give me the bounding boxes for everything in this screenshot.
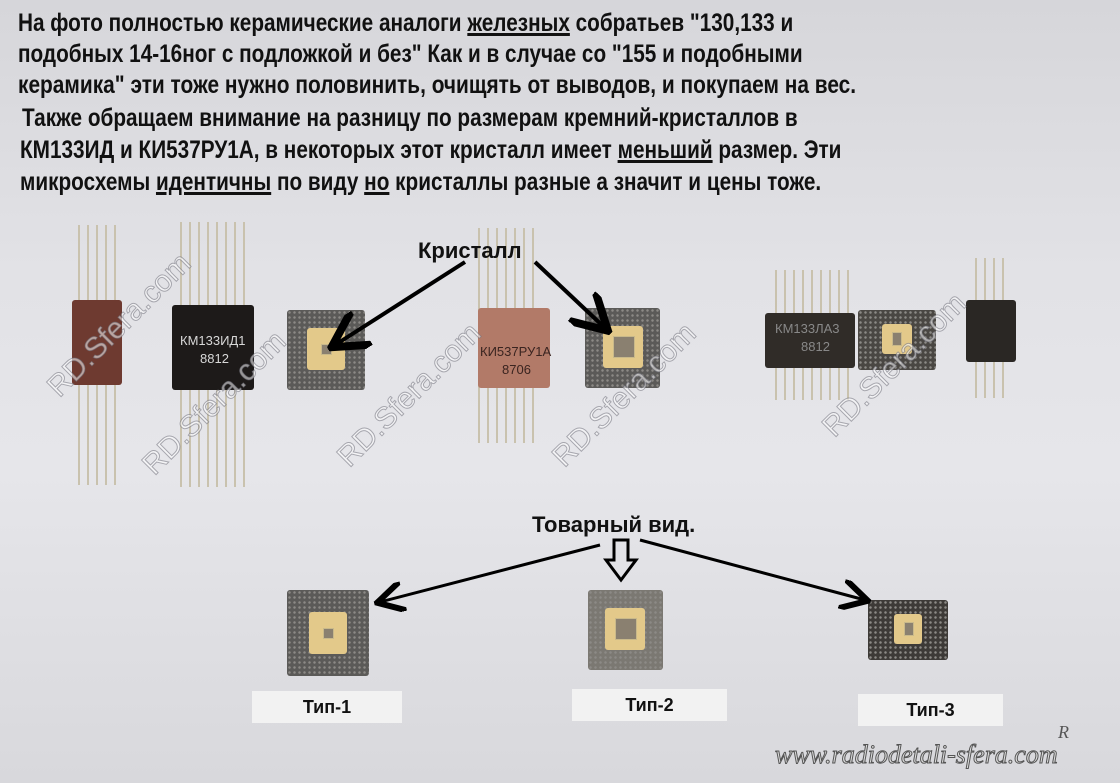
dark-chip-side — [966, 300, 1016, 362]
crystal-callout: Кристалл — [418, 238, 522, 263]
text: кристаллы разные а значит и цены тоже. — [389, 168, 822, 196]
arrow — [380, 543, 601, 602]
underlined-text: меньший — [617, 136, 713, 164]
description-line-1: На фото полностью керамические аналоги ж… — [18, 8, 793, 38]
underlined-text: железных — [467, 9, 570, 37]
ceramic-chip-type-1 — [287, 590, 369, 676]
description-line-6: микросхемы идентичны по виду но кристалл… — [20, 167, 821, 197]
brown-chip-side — [72, 300, 122, 385]
ceramic-chip — [287, 310, 365, 390]
chip-ki537ru1a: КИ537РУ1А 8706 — [478, 308, 552, 388]
text: собратьев "130,133 и — [569, 9, 794, 37]
crystal — [615, 618, 637, 640]
ceramic-chip — [858, 310, 936, 370]
description-line-2: подобных 14-16ног с подложкой и без" Как… — [18, 40, 803, 68]
ceramic-chip-type-3 — [868, 600, 948, 660]
die-pad — [307, 328, 345, 370]
chip-label: КМ133ИД1 — [180, 333, 246, 348]
crystal — [892, 332, 902, 346]
type-2-label: Тип-2 — [572, 689, 727, 721]
crystal — [904, 622, 914, 636]
crystal — [613, 336, 635, 358]
crystal — [323, 628, 334, 639]
chip-label: КИ537РУ1А — [480, 344, 552, 359]
die-pad — [882, 324, 912, 354]
arrow — [639, 538, 865, 600]
description-line-4: Также обращаем внимание на разницу по ра… — [22, 104, 798, 132]
type-3-label: Тип-3 — [858, 694, 1003, 726]
site-url: www.radiodetali-sfera.com — [775, 740, 1059, 770]
chip-km133id1: КМ133ИД1 8812 — [172, 305, 254, 390]
text: КМ133ИД и КИ537РУ1А, в некоторых этот кр… — [20, 136, 618, 164]
die-pad — [894, 614, 922, 644]
description-line-3: керамика" эти тоже нужно половинить, очи… — [18, 71, 857, 99]
down-arrow-icon — [603, 538, 639, 583]
chip-label: КМ133ЛА3 — [775, 321, 840, 336]
underlined-text: идентичны — [155, 168, 272, 196]
chip-date: 8812 — [801, 339, 830, 354]
chip-date: 8812 — [200, 351, 229, 366]
signature: R — [1058, 722, 1069, 742]
description-line-5: КМ133ИД и КИ537РУ1А, в некоторых этот кр… — [20, 135, 841, 165]
ceramic-chip-type-2 — [588, 590, 663, 670]
die-pad — [309, 612, 347, 654]
appearance-callout: Товарный вид. — [532, 512, 696, 537]
chip-km133la3: КМ133ЛА3 8812 — [765, 313, 855, 368]
text: микросхемы — [20, 168, 156, 196]
die-pad — [605, 608, 645, 650]
text: На фото полностью керамические аналоги — [18, 9, 468, 37]
underlined-text: но — [364, 168, 390, 196]
text: размер. Эти — [712, 136, 842, 164]
type-1-label: Тип-1 — [252, 691, 402, 723]
crystal — [321, 344, 332, 355]
chip-date: 8706 — [502, 362, 531, 377]
text: по виду — [271, 168, 365, 196]
